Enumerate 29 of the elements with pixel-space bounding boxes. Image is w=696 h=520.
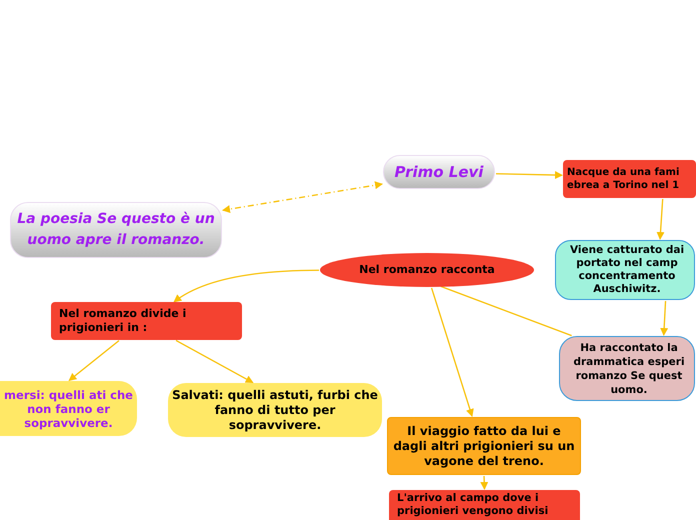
topic-box (383, 155, 495, 189)
topic-text: Ha raccontato la drammatica esperi romanzo Se quest uomo. (572, 340, 686, 396)
arrow (176, 340, 254, 384)
arrow (656, 198, 665, 240)
topic-text: Primo Levi (394, 162, 484, 183)
topic-box (555, 240, 695, 300)
arrow (660, 300, 668, 336)
topic-text: Il viaggio fatto da lui e dagli altri prigionieri su un vagone del treno. (392, 424, 576, 468)
arrow (173, 270, 320, 302)
topic-box (387, 417, 581, 475)
topic-text: Viene catturato dai portato nel camp concentramento Auschiwitz. (568, 244, 686, 296)
topic-box (563, 160, 696, 198)
topic-text: La poesia Se questo è un uomo apre il romanzo. (16, 210, 216, 250)
arrow (430, 288, 474, 417)
topic-box (389, 490, 580, 520)
topic-text: Nel romanzo racconta (358, 262, 496, 278)
topic-box (10, 202, 222, 258)
topic-text: Nel romanzo divide i prigionieri in : (59, 307, 188, 335)
topic-text: mersi: quelli ati che non fanno er sopravvivere. (4, 388, 133, 430)
topic-box (0, 381, 137, 436)
topic-box (51, 302, 242, 340)
arrow (496, 171, 563, 180)
arrow (480, 476, 488, 490)
topic-text: Nacque da una fami ebrea a Torino nel 1 (567, 166, 680, 192)
topic-text: Salvati: quelli astuti, furbi che fanno di tutto per sopravvivere. (172, 388, 378, 432)
topic-text: L'arrivo al campo dove i prigionieri vengono divisi (397, 492, 550, 518)
arrow (68, 340, 120, 381)
topic-box (559, 336, 695, 401)
arrow (222, 181, 383, 214)
